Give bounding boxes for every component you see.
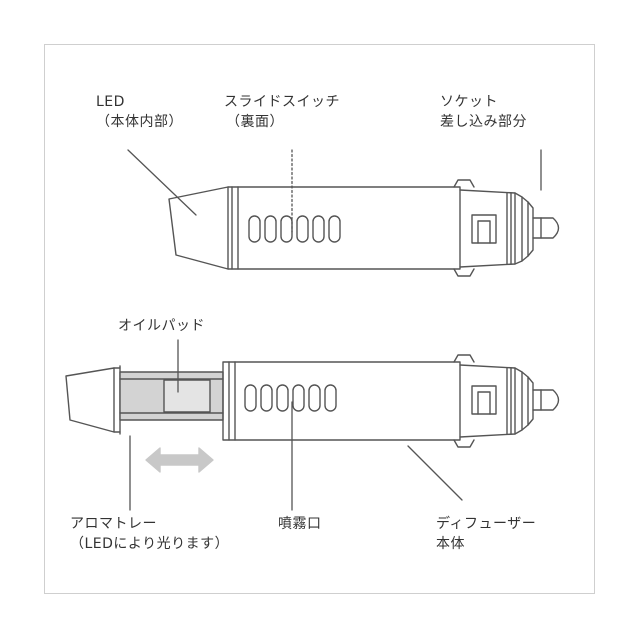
top-spray-holes: [248, 215, 341, 243]
top-socket: [459, 189, 516, 268]
label-slide-switch-line2: （裏面）: [226, 114, 284, 130]
bottom-socket: [459, 364, 516, 438]
bottom-spray-holes: [244, 384, 337, 412]
double-arrow-horizontal-icon: [145, 447, 214, 473]
top-contact-pin: [532, 217, 560, 239]
oil-pad: [163, 379, 211, 413]
label-led: LED （本体内部）: [96, 92, 183, 132]
label-led-line1: LED: [96, 94, 125, 110]
label-spray-port: 噴霧口: [278, 514, 322, 534]
label-led-line2: （本体内部）: [96, 114, 183, 130]
top-clip-upper: [453, 179, 475, 188]
bottom-socket-window: [471, 385, 497, 415]
bottom-contact-pin: [532, 389, 560, 411]
label-diffuser-body-line1: ディフューザー: [436, 516, 537, 532]
top-led-tip: [168, 186, 229, 270]
diagram-frame: [44, 44, 595, 594]
label-slide-switch: スライドスイッチ （裏面）: [224, 92, 340, 132]
label-aroma-tray: アロマトレー （LEDにより光ります）: [70, 514, 229, 554]
top-clip-lower: [453, 268, 475, 277]
diffuser-top: [168, 179, 560, 277]
label-aroma-tray-line2: （LEDにより光ります）: [70, 536, 230, 552]
label-diffuser-body-line2: 本体: [436, 536, 465, 552]
label-socket: ソケット 差し込み部分: [440, 92, 527, 132]
label-diffuser-body: ディフューザー 本体: [436, 514, 536, 554]
label-socket-line2: 差し込み部分: [440, 114, 527, 130]
bottom-tray-tip: [65, 367, 115, 433]
top-socket-window: [471, 214, 497, 244]
leader-lines: [127, 149, 542, 511]
top-body: [227, 186, 461, 270]
label-spray-port-text: 噴霧口: [278, 516, 322, 532]
label-slide-switch-line1: スライドスイッチ: [224, 94, 340, 110]
label-aroma-tray-line1: アロマトレー: [70, 516, 157, 532]
diffuser-bottom: [65, 354, 560, 448]
bottom-body: [222, 361, 461, 441]
label-oil-pad-text: オイルパッド: [118, 318, 205, 334]
label-oil-pad: オイルパッド: [118, 316, 205, 336]
label-socket-line1: ソケット: [440, 94, 498, 110]
